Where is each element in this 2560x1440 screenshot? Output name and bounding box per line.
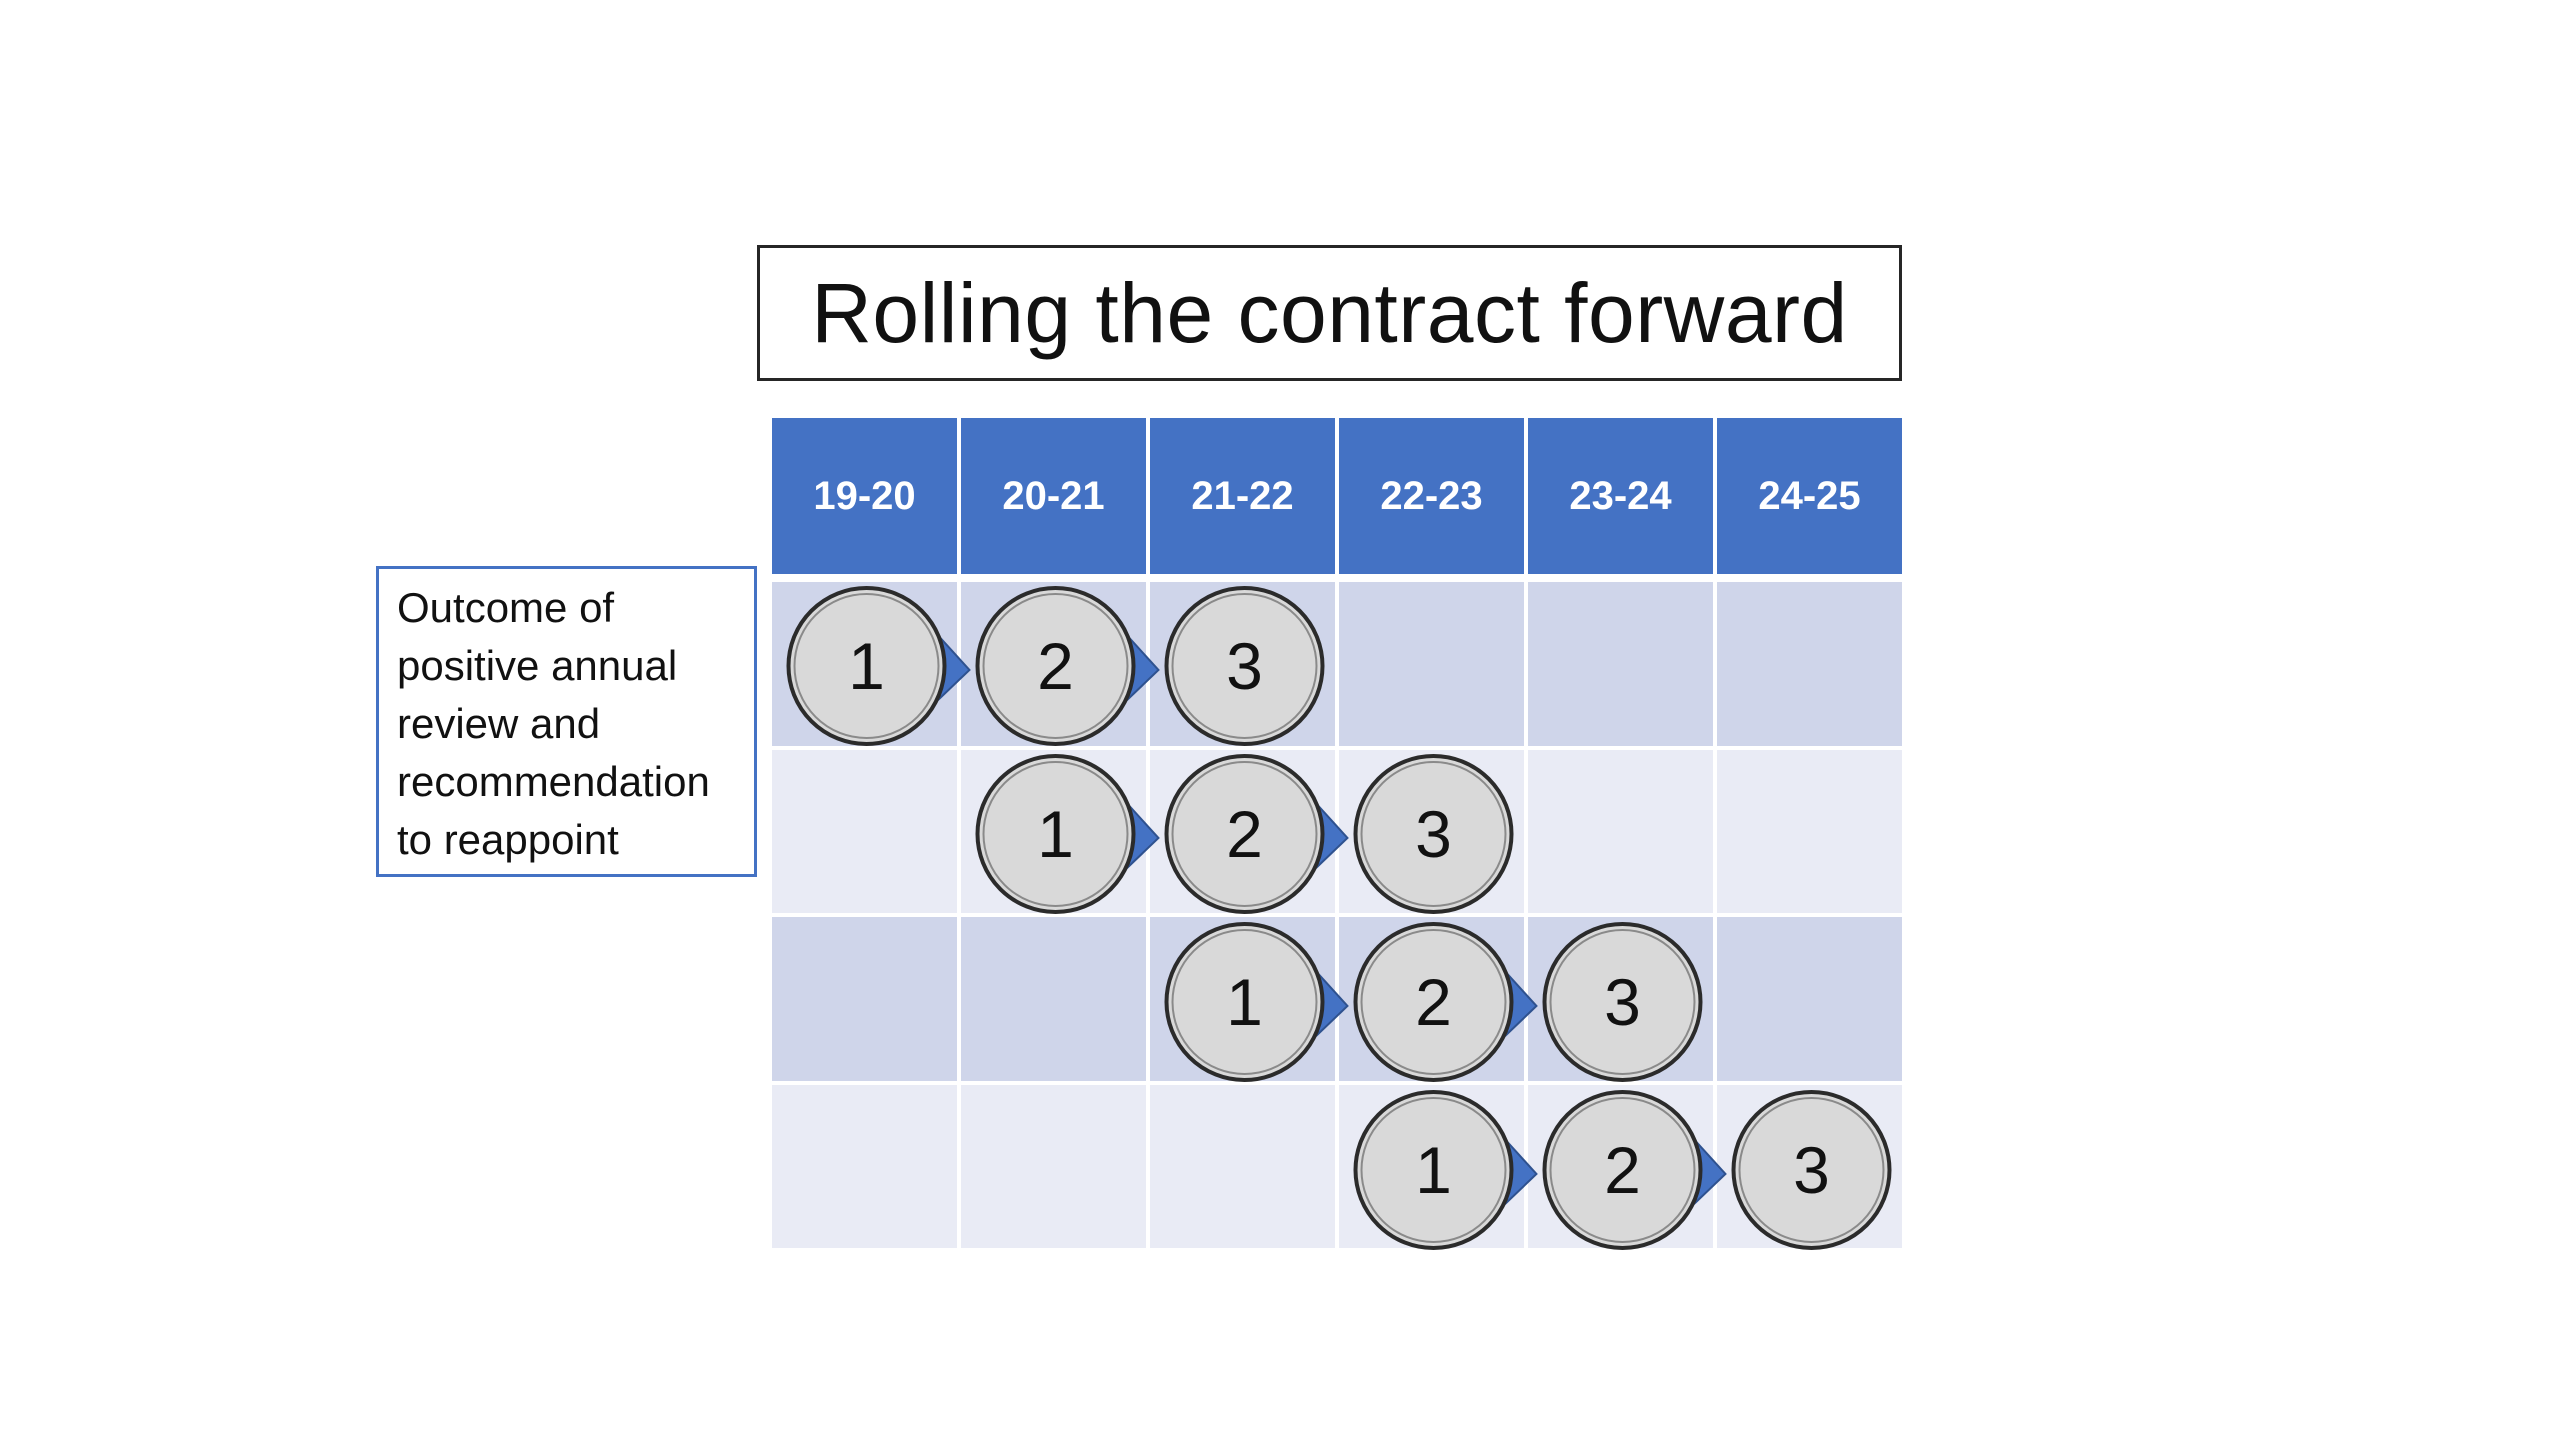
grid-cell: [1717, 749, 1902, 913]
grid-cell: [1717, 582, 1902, 746]
grid-cell: [1150, 749, 1335, 913]
grid-cell: [1528, 917, 1713, 1081]
contract-grid: 19-20 20-21 21-22 22-23 23-24 24-25: [772, 418, 1902, 1248]
note-line: to reappoint: [397, 816, 619, 863]
grid-cell: [1528, 749, 1713, 913]
column-header: 24-25: [1717, 418, 1902, 578]
grid-cell: [1339, 582, 1524, 746]
note-box: Outcome of positive annual review and re…: [376, 566, 757, 877]
diagram-title: Rolling the contract forward: [757, 245, 1902, 381]
grid-cell: [961, 1084, 1146, 1248]
grid-cell: [1150, 917, 1335, 1081]
grid-cell: [1150, 582, 1335, 746]
grid-cell: [1528, 582, 1713, 746]
column-header: 21-22: [1150, 418, 1335, 578]
grid-cell: [1339, 749, 1524, 913]
grid-cell: [1150, 1084, 1335, 1248]
column-header: 19-20: [772, 418, 957, 578]
grid-cell: [961, 749, 1146, 913]
grid-cell: [1339, 1084, 1524, 1248]
grid-cell: [772, 749, 957, 913]
grid-cell: [1339, 917, 1524, 1081]
grid-cell: [772, 917, 957, 1081]
column-header: 20-21: [961, 418, 1146, 578]
grid-cell: [772, 582, 957, 746]
grid-cell: [1717, 917, 1902, 1081]
grid-cell: [961, 582, 1146, 746]
note-line: recommendation: [397, 758, 710, 805]
grid-cell: [961, 917, 1146, 1081]
note-line: positive annual: [397, 642, 678, 689]
column-header: 23-24: [1528, 418, 1713, 578]
note-line: Outcome of: [397, 584, 615, 631]
grid-cell: [1528, 1084, 1713, 1248]
grid-cell: [772, 1084, 957, 1248]
grid-cell: [1717, 1084, 1902, 1248]
column-header: 22-23: [1339, 418, 1524, 578]
note-line: review and: [397, 700, 601, 747]
